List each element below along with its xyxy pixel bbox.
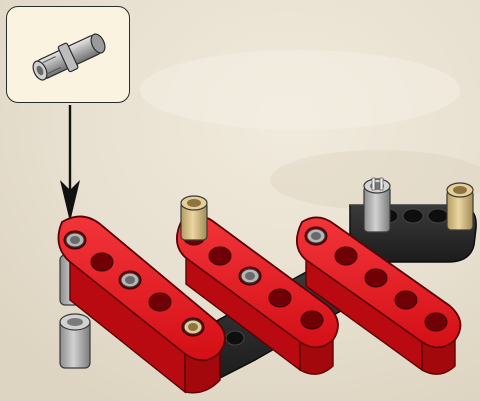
gray-pin-back — [364, 178, 390, 232]
tan-pin-middle — [181, 196, 207, 240]
technic-pin-icon — [7, 7, 131, 104]
down-arrow-icon — [60, 105, 80, 222]
parts-callout — [6, 6, 130, 103]
tan-pin-right — [447, 183, 473, 230]
